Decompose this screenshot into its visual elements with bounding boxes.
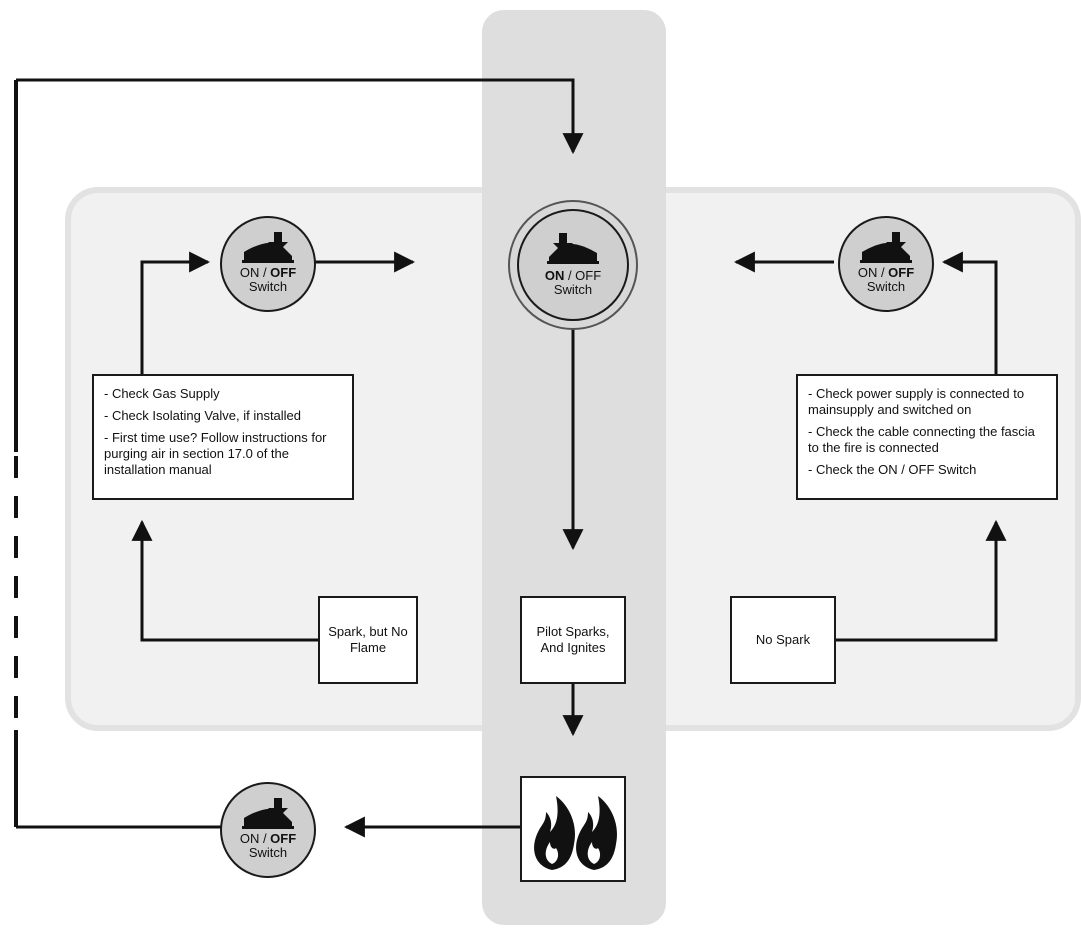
arrow-nospark-to-right-checklist: [834, 519, 1007, 642]
arrow-left-checklist-to-switch: [140, 251, 211, 374]
main-switch-label: ON / OFF Switch: [519, 269, 627, 297]
switch-on-text: ON: [544, 268, 565, 283]
switch-off-text: OFF: [270, 265, 297, 280]
press-switch-icon: [242, 798, 294, 829]
power-check-item: - Check the cable connecting the fascia …: [808, 424, 1035, 455]
flame-box: [520, 776, 626, 882]
arrow-spark-to-left-checklist: [131, 519, 318, 642]
spark-no-flame-label: Spark, but No Flame: [328, 624, 408, 655]
loop-line-top: [16, 78, 584, 155]
switch-word: Switch: [553, 282, 593, 297]
pilot-ignites-label: Pilot Sparks, And Ignites: [536, 624, 610, 655]
gas-checklist-box: - Check Gas Supply - Check Isolating Val…: [92, 374, 354, 500]
press-switch-icon: [860, 232, 912, 263]
switch-on-text: ON: [239, 831, 260, 846]
power-check-item: - Check the ON / OFF Switch: [808, 462, 977, 477]
press-switch-icon: [547, 233, 599, 264]
switch-word: Switch: [248, 279, 288, 294]
spark-no-flame-box: Spark, but No Flame: [318, 596, 418, 684]
gas-check-item: - Check Isolating Valve, if installed: [104, 408, 302, 423]
switch-separator: /: [259, 265, 271, 280]
switch-separator: /: [259, 831, 271, 846]
gas-check-item: - Check Gas Supply: [104, 386, 220, 401]
switch-on-text: ON: [857, 265, 878, 280]
switch-word: Switch: [248, 845, 288, 860]
no-spark-box: No Spark: [730, 596, 836, 684]
switch-off-text: OFF: [270, 831, 297, 846]
gas-check-item: - First time use? Follow instructions fo…: [104, 430, 327, 477]
flame-icon: [534, 796, 618, 870]
power-checklist-box: - Check power supply is connected to mai…: [796, 374, 1058, 500]
switch-off-text: OFF: [575, 268, 602, 283]
left-switch-label: ON / OFF Switch: [222, 266, 314, 294]
left-on-off-switch: ON / OFF Switch: [220, 216, 316, 312]
bottom-on-off-switch: ON / OFF Switch: [220, 782, 316, 878]
arrow-right-checklist-to-switch: [941, 251, 998, 374]
switch-word: Switch: [866, 279, 906, 294]
press-switch-icon: [242, 232, 294, 263]
main-switch-inner: ON / OFF Switch: [517, 209, 629, 321]
main-on-off-switch: ON / OFF Switch: [508, 200, 638, 330]
switch-off-text: OFF: [888, 265, 915, 280]
pilot-ignites-box: Pilot Sparks, And Ignites: [520, 596, 626, 684]
switch-separator: /: [564, 268, 576, 283]
right-switch-label: ON / OFF Switch: [840, 266, 932, 294]
bottom-switch-label: ON / OFF Switch: [222, 832, 314, 860]
no-spark-label: No Spark: [755, 632, 811, 647]
right-on-off-switch: ON / OFF Switch: [838, 216, 934, 312]
power-check-item: - Check power supply is connected to mai…: [808, 386, 1025, 417]
switch-separator: /: [877, 265, 889, 280]
switch-on-text: ON: [239, 265, 260, 280]
